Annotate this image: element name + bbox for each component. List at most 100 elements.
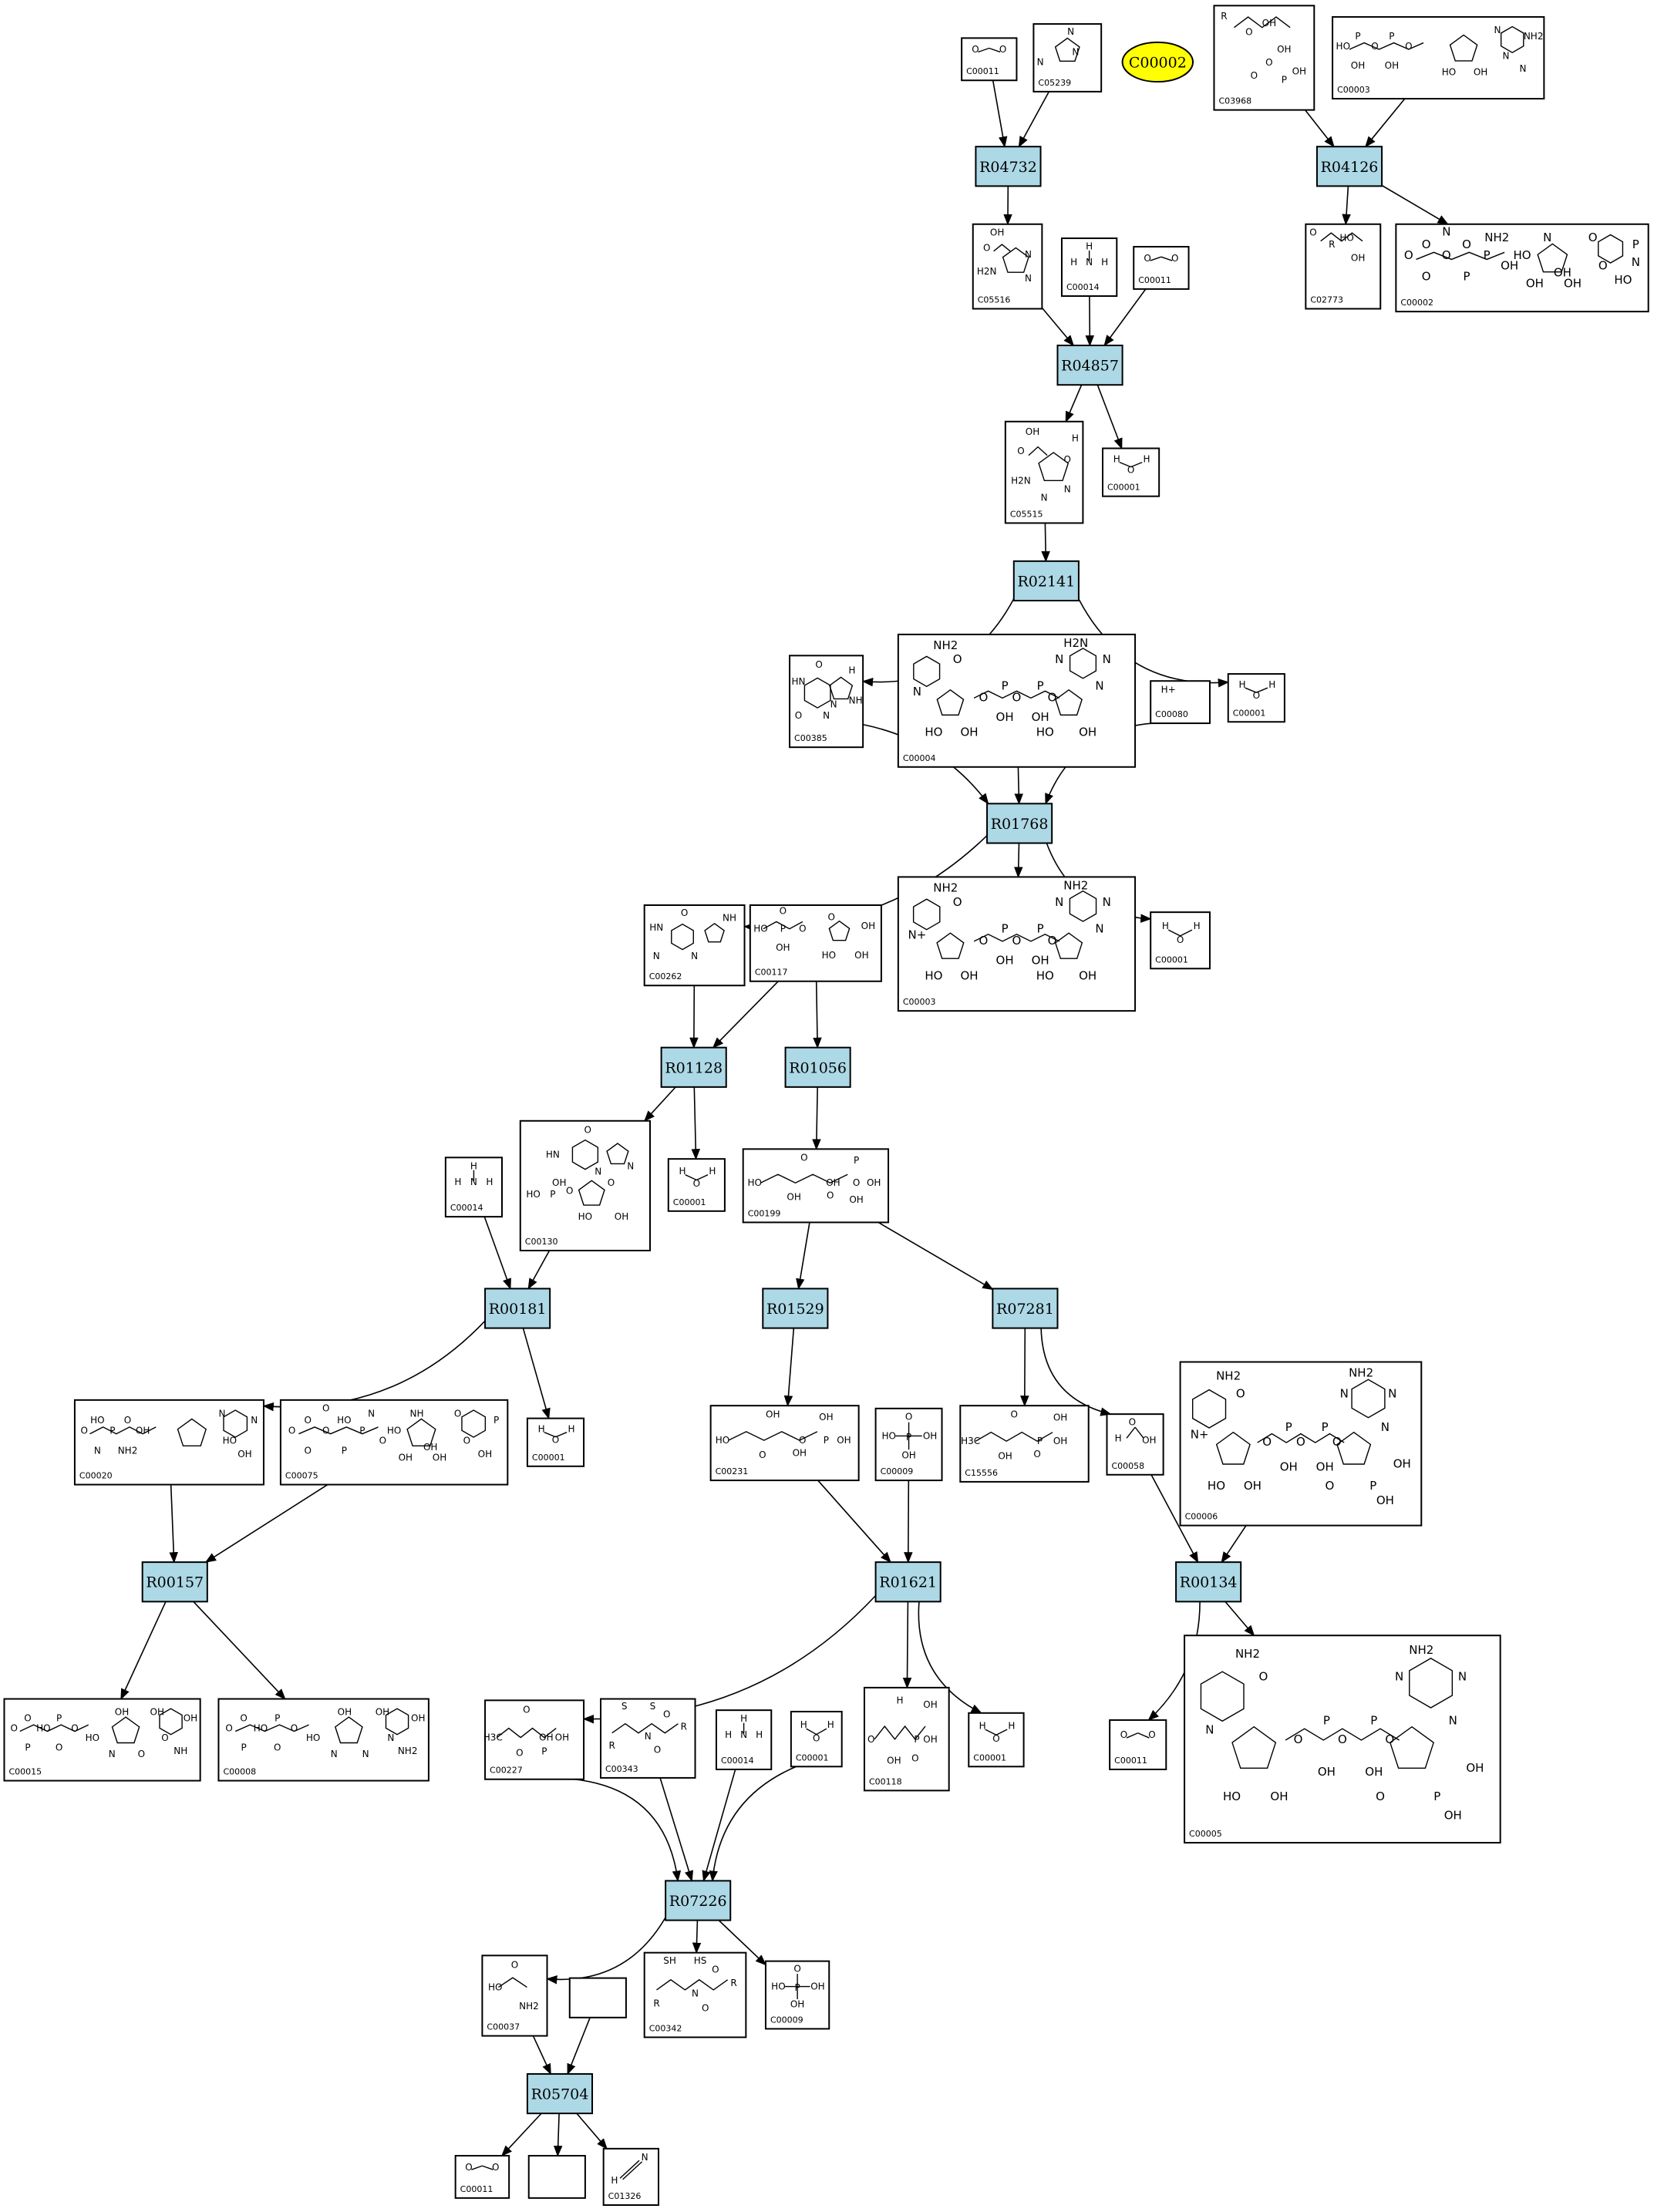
compound-box[interactable] — [1004, 420, 1084, 524]
compound-box[interactable] — [3, 1698, 201, 1782]
reaction-R07281[interactable]: R07281 — [992, 1288, 1059, 1329]
reaction-R01056[interactable]: R01056 — [784, 1046, 851, 1088]
compound-box[interactable] — [454, 2154, 510, 2199]
reaction-R04126[interactable]: R04126 — [1315, 146, 1383, 187]
compound-box[interactable] — [1332, 15, 1545, 100]
reaction-box[interactable] — [762, 1288, 829, 1329]
reaction-box[interactable] — [1012, 560, 1080, 602]
reaction-R01128[interactable]: R01128 — [660, 1046, 727, 1088]
reaction-R00181[interactable]: R00181 — [484, 1288, 551, 1329]
reaction-box[interactable] — [874, 1561, 942, 1603]
reaction-R05704[interactable]: R05704 — [526, 2072, 594, 2115]
reaction-box[interactable] — [484, 1288, 551, 1329]
compound-box[interactable] — [1060, 237, 1118, 298]
compound-box[interactable] — [709, 1405, 860, 1482]
compound-box[interactable] — [968, 1712, 1025, 1768]
compound-box[interactable] — [1227, 673, 1285, 723]
reaction-box[interactable] — [665, 1880, 732, 1921]
compound-box[interactable] — [715, 1709, 773, 1770]
reaction-box[interactable] — [992, 1288, 1059, 1329]
compound-box[interactable] — [279, 1399, 509, 1486]
compound-box[interactable] — [1395, 223, 1649, 313]
reaction-R00134[interactable]: R00134 — [1175, 1561, 1242, 1603]
compound-box[interactable] — [1109, 1719, 1167, 1770]
reaction-R02141[interactable]: R02141 — [1012, 560, 1080, 602]
reaction-box[interactable] — [975, 146, 1042, 187]
reaction-R01768[interactable]: R01768 — [986, 803, 1053, 844]
compound-box[interactable] — [600, 1698, 696, 1779]
highlight-ellipse[interactable] — [1121, 41, 1194, 83]
reaction-box[interactable] — [141, 1561, 208, 1603]
compound-box[interactable] — [444, 1157, 503, 1218]
compound-box[interactable] — [643, 1951, 747, 2039]
compound-box[interactable] — [749, 904, 882, 982]
compound-box[interactable] — [1213, 5, 1315, 111]
reaction-box[interactable] — [1056, 345, 1123, 386]
reaction-box[interactable] — [986, 803, 1053, 844]
compound-box[interactable] — [568, 1977, 627, 2018]
reaction-box[interactable] — [1175, 1561, 1242, 1603]
compound-box[interactable] — [1305, 223, 1382, 310]
reaction-R00157[interactable]: R00157 — [141, 1561, 208, 1603]
compound-c45[interactable] — [568, 1977, 627, 2018]
compound-box[interactable] — [1150, 680, 1211, 725]
compound-box[interactable] — [526, 1417, 585, 1467]
compound-box[interactable] — [1150, 911, 1211, 970]
compound-box[interactable] — [1179, 1361, 1423, 1527]
compound-box[interactable] — [863, 1686, 950, 1792]
reaction-R04857[interactable]: R04857 — [1056, 345, 1123, 386]
highlight-compound[interactable]: C00002 — [1121, 41, 1194, 83]
compound-box[interactable] — [790, 1710, 843, 1768]
compound-box[interactable] — [667, 1158, 726, 1212]
compound-c15[interactable]: H+C00080 — [1150, 680, 1211, 725]
compound-box[interactable] — [959, 1405, 1090, 1483]
reaction-box[interactable] — [784, 1046, 851, 1088]
compound-box[interactable] — [481, 1954, 548, 2037]
compound-box[interactable] — [643, 904, 746, 987]
compound-box[interactable] — [742, 1148, 890, 1224]
compound-box[interactable] — [1102, 447, 1160, 497]
compound-c47[interactable] — [527, 2154, 586, 2199]
compound-box[interactable] — [484, 1699, 585, 1780]
reaction-R01621[interactable]: R01621 — [874, 1561, 942, 1603]
reaction-box[interactable] — [1315, 146, 1383, 187]
